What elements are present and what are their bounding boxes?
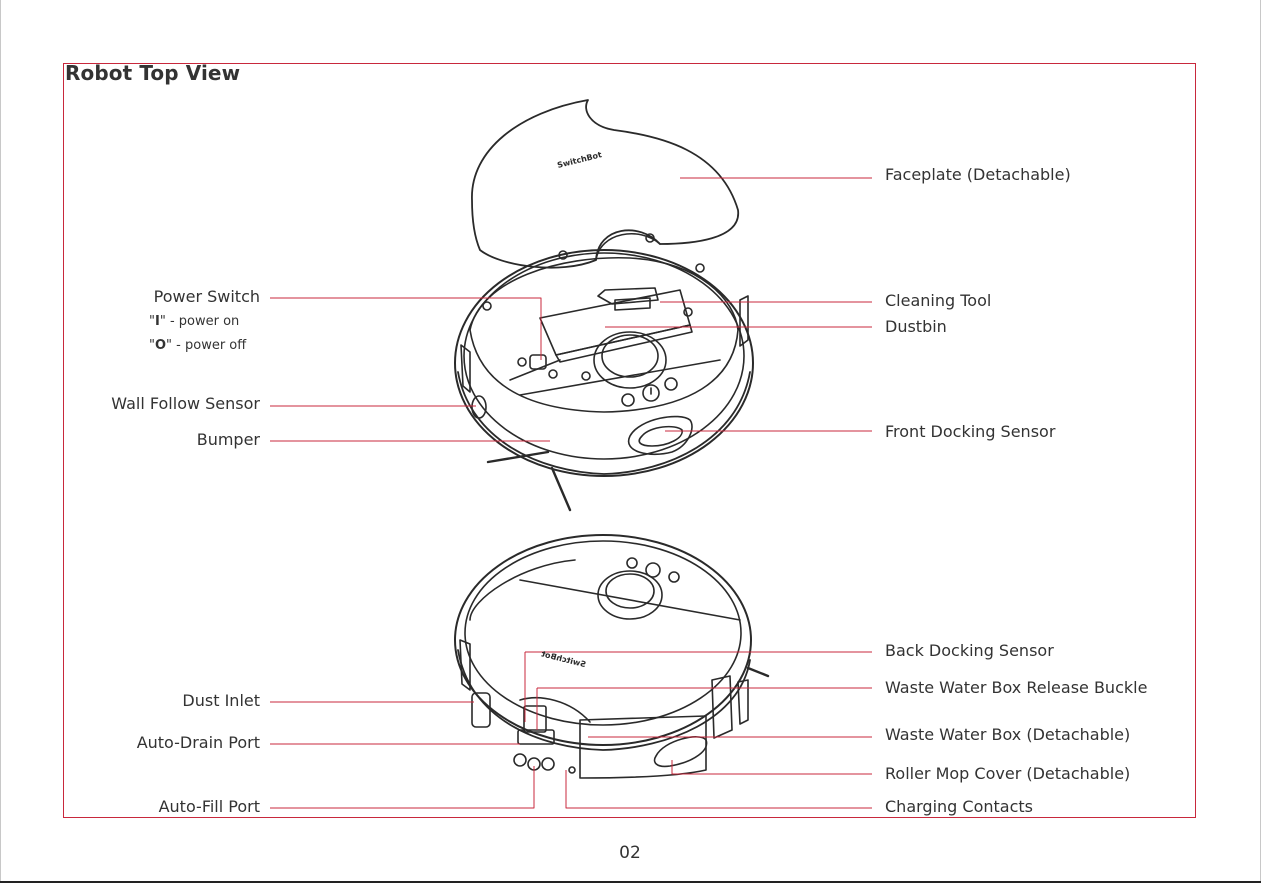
- bottom-robot-drawing: [454, 534, 770, 779]
- label-power-switch: Power Switch: [153, 287, 260, 306]
- label-dust-inlet: Dust Inlet: [182, 691, 260, 710]
- power-on-text: - power on: [165, 314, 240, 329]
- power-on-note: "I" - power on: [149, 314, 240, 329]
- power-off-text: - power off: [172, 338, 247, 353]
- power-on-symbol: I: [154, 314, 160, 329]
- label-faceplate: Faceplate (Detachable): [885, 165, 1071, 184]
- label-waste-water-box: Waste Water Box (Detachable): [885, 725, 1131, 744]
- label-charging-contacts: Charging Contacts: [885, 797, 1033, 816]
- label-auto-fill-port: Auto-Fill Port: [158, 797, 260, 816]
- label-bumper: Bumper: [196, 430, 260, 449]
- page-edge-bottom: [0, 881, 1261, 883]
- power-off-symbol: O: [154, 338, 167, 353]
- page-number: 02: [619, 843, 641, 863]
- diagram-frame: [63, 63, 1196, 818]
- label-roller-mop-cover: Roller Mop Cover (Detachable): [885, 764, 1131, 783]
- label-front-docking-sensor: Front Docking Sensor: [885, 422, 1056, 441]
- label-waste-water-box-release-buckle: Waste Water Box Release Buckle: [885, 678, 1148, 697]
- label-dustbin: Dustbin: [885, 317, 947, 336]
- label-wall-follow-sensor: Wall Follow Sensor: [111, 394, 260, 413]
- top-robot-drawing: [454, 99, 754, 512]
- page-edge-left: [0, 0, 1, 883]
- label-auto-drain-port: Auto-Drain Port: [136, 733, 260, 752]
- label-cleaning-tool: Cleaning Tool: [885, 291, 992, 310]
- power-off-note: "O" - power off: [149, 338, 247, 353]
- leader-lines: [270, 177, 872, 809]
- page-title: Robot Top View: [65, 61, 241, 85]
- label-back-docking-sensor: Back Docking Sensor: [885, 641, 1054, 660]
- faceplate-brand-mark: SwitchBot: [556, 150, 603, 170]
